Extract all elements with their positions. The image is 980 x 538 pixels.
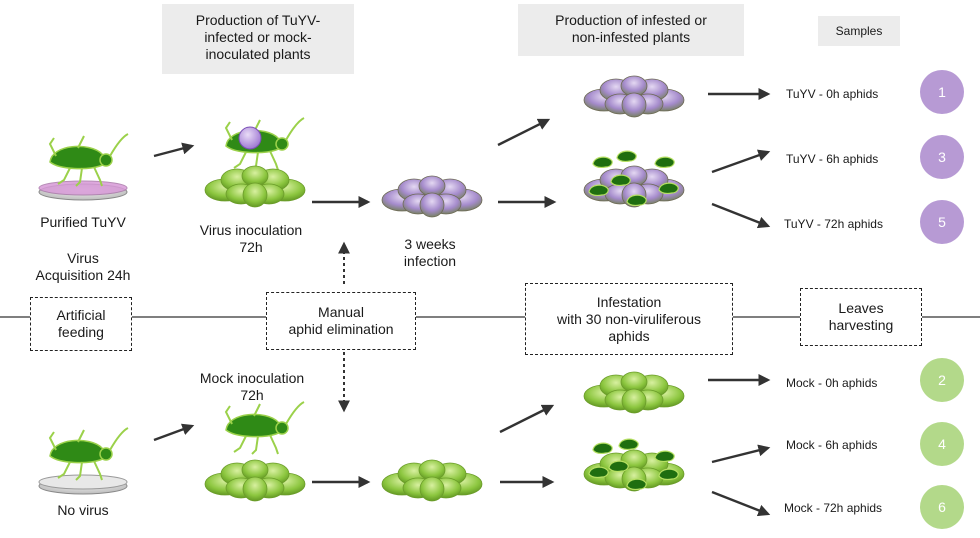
sample-label: TuYV - 6h aphids: [786, 152, 879, 166]
sample-circle: 6: [920, 485, 964, 529]
sample-circle: 5: [920, 200, 964, 244]
plant-mock-non-infested: [583, 371, 685, 414]
sample-label: Mock - 0h aphids: [786, 376, 878, 390]
sample-label: Mock - 6h aphids: [786, 438, 878, 452]
aphid-no-virus: [49, 427, 129, 481]
virus-acquisition-label: Virus Acquisition 24h: [35, 250, 131, 283]
flow-arrows: [153, 88, 771, 517]
step-infestation: Infestation with 30 non-viruliferous aph…: [525, 283, 733, 355]
step-leaves-harvesting: Leaves harvesting: [800, 288, 922, 346]
aphid-mock-inoculation: [225, 401, 305, 455]
sample-label: TuYV - 0h aphids: [786, 87, 879, 101]
petri-dish-virus: [38, 180, 128, 201]
sample-label: Mock - 72h aphids: [784, 501, 883, 515]
sample-label: TuYV - 72h aphids: [784, 217, 883, 231]
plant-mock-3weeks: [381, 459, 483, 502]
purified-tuyv-label: Purified TuYV: [40, 214, 126, 230]
plant-infected-3weeks: [381, 175, 483, 218]
sample-circle: 2: [920, 358, 964, 402]
sample-circle: 3: [920, 135, 964, 179]
step-artificial-feeding: Artificial feeding: [30, 297, 132, 351]
header-samples: Samples: [818, 16, 900, 46]
header-production-inoculated: Production of TuYV- infected or mock- in…: [162, 4, 354, 74]
plant-mock-inoculation: [204, 459, 306, 502]
sample-circle: 4: [920, 422, 964, 466]
step-manual-aphid-elimination: Manual aphid elimination: [266, 292, 416, 350]
aphid-virus-acquisition: [49, 133, 129, 187]
plant-tuyv-non-infested: [583, 75, 685, 118]
header-production-infested: Production of infested or non-infested p…: [518, 4, 744, 56]
petri-dish-no-virus: [38, 474, 128, 495]
infection-label: 3 weeks infection: [403, 236, 457, 269]
sample-circle: 1: [920, 70, 964, 114]
virus-particle: [238, 126, 262, 150]
virus-inoculation-label: Virus inoculation 72h: [199, 222, 303, 255]
mock-inoculation-label: Mock inoculation 72h: [199, 370, 305, 403]
aphid-virus-inoculation: [225, 117, 305, 171]
no-virus-label: No virus: [57, 502, 109, 518]
plant-virus-inoculation: [204, 165, 306, 208]
